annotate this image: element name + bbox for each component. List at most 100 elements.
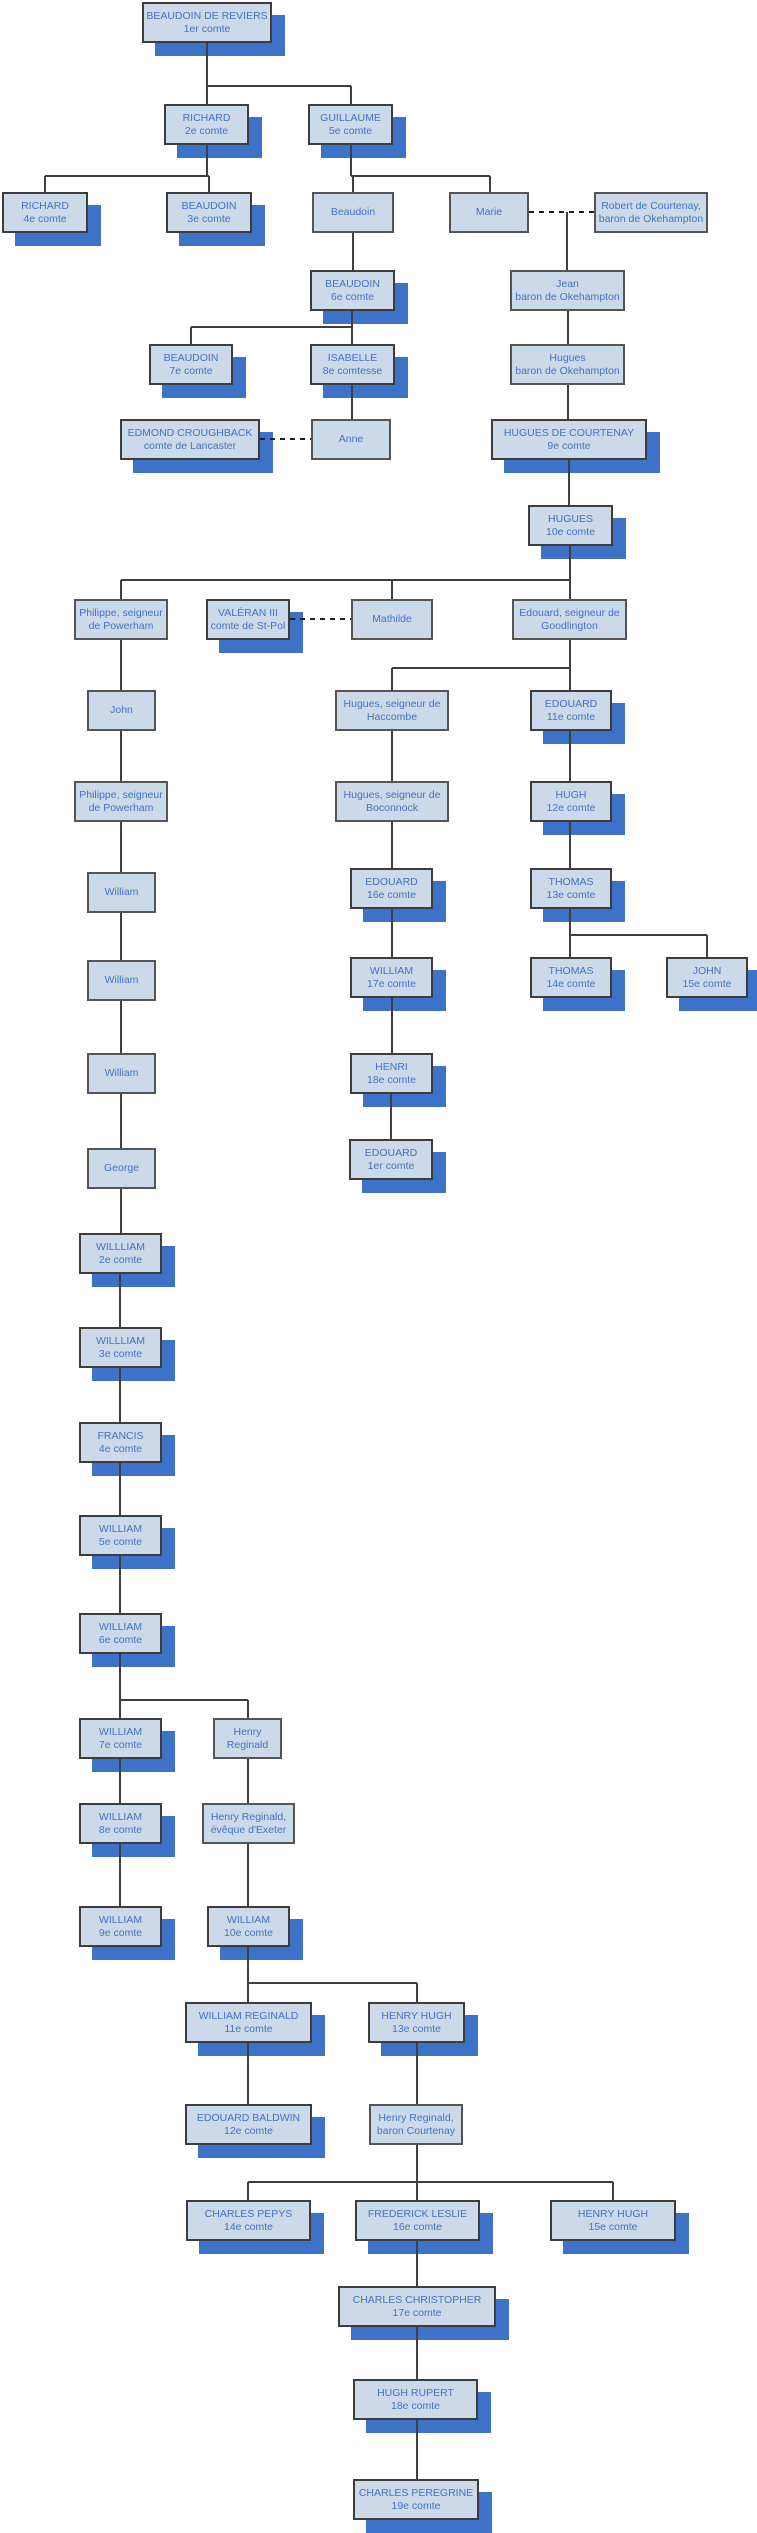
connector-line	[391, 668, 393, 690]
person-label: HENRI	[375, 1060, 408, 1073]
person-label: Hugues	[549, 351, 586, 364]
person-label: 15e comte	[682, 977, 732, 990]
connector-line	[247, 2182, 249, 2200]
person-label: de Powerham	[88, 619, 154, 632]
person-label: HENRY HUGH	[577, 2207, 649, 2220]
person-label: Boconnock	[366, 801, 418, 814]
connector-line	[120, 822, 122, 872]
person-label: 14e comte	[546, 977, 596, 990]
connector-line	[391, 822, 393, 868]
connector-line	[120, 1001, 122, 1053]
person-label: Robert de Courtenay,	[601, 199, 701, 212]
person-label: 16e comte	[392, 2220, 443, 2233]
connector-line	[350, 86, 352, 104]
person-label: 16e comte	[366, 888, 417, 901]
person-label: William	[104, 886, 139, 898]
connector-line	[351, 385, 353, 419]
connector-line	[392, 667, 570, 669]
connector-line	[416, 1983, 418, 2002]
node-henry-reginald-baron: Henry Reginald,baron Courtenay	[369, 2104, 463, 2145]
connector-line	[120, 1189, 122, 1233]
connector-line	[569, 731, 571, 781]
person-label: WILLIAM	[98, 1913, 143, 1926]
person-label: 5e comte	[98, 1535, 143, 1548]
connector-line	[207, 85, 351, 87]
connector-line	[569, 546, 571, 580]
person-label: RICHARD	[21, 199, 69, 212]
connector-line	[568, 460, 570, 505]
node-henry-reginald-eveque: Henry Reginald,évêque d'Exeter	[202, 1803, 295, 1844]
connector-line	[206, 86, 208, 104]
person-label: 17e comte	[366, 977, 417, 990]
connector-line	[351, 175, 490, 177]
person-label: ISABELLE	[327, 351, 378, 364]
connector-line	[248, 1982, 417, 1984]
node-beaudoin: Beaudoin	[312, 192, 394, 233]
person-label: THOMAS	[548, 875, 594, 888]
marriage-connector	[290, 618, 351, 620]
person-label: Henry Reginald,	[210, 1810, 287, 1823]
person-label: 12e comte	[223, 2124, 274, 2137]
person-label: Edouard, seigneur de	[519, 606, 620, 619]
person-label: 10e comte	[545, 525, 596, 538]
marriage-connector	[529, 211, 594, 213]
connector-line	[120, 1094, 122, 1148]
person-label: FRANCIS	[97, 1429, 144, 1442]
person-label: 18e comte	[366, 1073, 417, 1086]
node-robert-de-courtenay: Robert de Courtenay,baron de Okehampton	[594, 192, 708, 233]
person-label: Henry	[233, 1725, 262, 1738]
connector-line	[350, 145, 352, 176]
person-label: EDOUARD	[364, 1146, 418, 1159]
person-label: 9e comte	[98, 1926, 143, 1939]
person-label: William	[104, 974, 139, 986]
person-label: HUGUES	[548, 512, 593, 525]
person-label: 7e comte	[98, 1738, 143, 1751]
node-william-b: William	[87, 960, 156, 1001]
node-william-a: William	[87, 872, 156, 913]
person-label: WILLIAM	[98, 1522, 143, 1535]
person-label: 3e comte	[187, 212, 231, 225]
connector-line	[120, 1699, 248, 1701]
connector-line	[119, 1274, 121, 1327]
node-mathilde: Mathilde	[351, 599, 433, 640]
person-label: EDOUARD BALDWIN	[196, 2111, 301, 2124]
connector-line	[352, 176, 354, 192]
person-label: EDMOND CROUGHBACK	[127, 426, 253, 439]
person-label: comte de St-Pol	[210, 619, 286, 632]
connector-line	[351, 311, 353, 327]
person-label: THOMAS	[548, 964, 594, 977]
connector-line	[120, 580, 122, 599]
node-anne: Anne	[311, 419, 391, 460]
person-label: BEAUDOIN DE REVIERS	[146, 9, 268, 22]
connector-line	[247, 2043, 249, 2104]
person-label: WILLIAM	[98, 1620, 143, 1633]
connector-line	[351, 327, 353, 344]
person-label: comte de Lancaster	[143, 439, 237, 452]
connector-line	[566, 212, 568, 270]
connector-line	[391, 909, 393, 957]
person-label: 2e comte	[98, 1253, 143, 1266]
connector-line	[567, 311, 569, 344]
person-label: 4e comte	[98, 1442, 143, 1455]
connector-line	[569, 935, 571, 957]
connector-line	[120, 731, 122, 781]
connector-line	[612, 2182, 614, 2200]
